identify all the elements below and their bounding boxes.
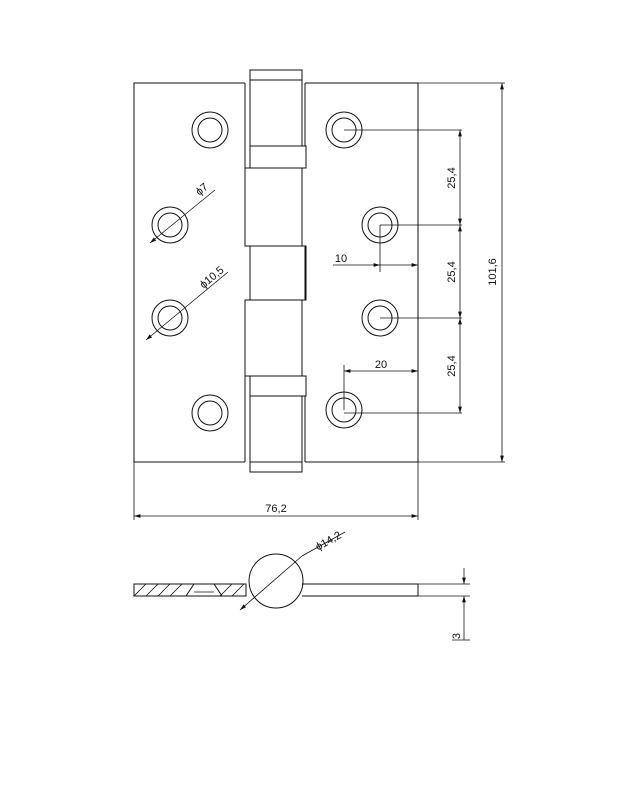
screw-hole xyxy=(151,299,189,337)
knuckle-leader xyxy=(239,555,303,611)
pitch-label-3: 25,4 xyxy=(446,355,458,376)
large-diameter-label: ϕ10,5 xyxy=(198,264,227,291)
screw-hole xyxy=(191,394,229,432)
dimension-lines xyxy=(133,82,505,520)
right-leaf-outline xyxy=(305,82,419,463)
pitch-label-2: 25,4 xyxy=(446,261,458,282)
right-screw-holes xyxy=(325,111,399,429)
knuckle-diameter-label: ϕ14,2 xyxy=(314,529,344,553)
hinge-knuckles xyxy=(244,69,307,473)
hinge-front-view xyxy=(133,69,419,473)
screw-hole xyxy=(151,206,189,244)
left-screw-holes xyxy=(151,111,229,432)
left-leaf-outline xyxy=(133,82,245,463)
diameter-leader-small xyxy=(149,189,216,244)
pitch-label-1: 25,4 xyxy=(446,167,458,188)
offset-label: 10 xyxy=(335,253,347,265)
hinge-section-view xyxy=(133,531,470,641)
hatched-leaf xyxy=(133,583,247,597)
width-label: 76,2 xyxy=(265,503,286,515)
screw-hole xyxy=(191,111,229,149)
thickness-label: 3 xyxy=(451,633,463,639)
diameter-leader-large xyxy=(145,271,229,341)
edge-label: 20 xyxy=(375,359,387,371)
knuckle-section xyxy=(248,553,304,609)
height-label: 101,6 xyxy=(487,258,499,286)
